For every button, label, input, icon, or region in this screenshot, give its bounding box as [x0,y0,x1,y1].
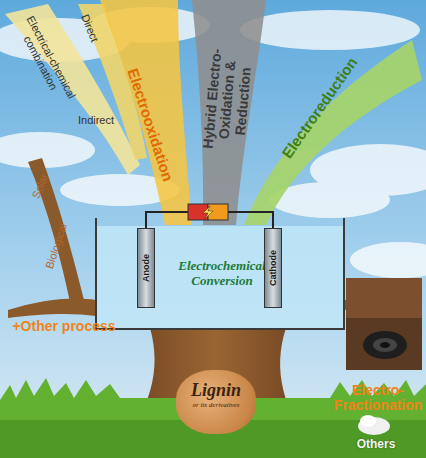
photo-detail [346,278,422,318]
leaf-label: Indirect [78,114,114,126]
leaf-label: Direct [79,12,101,43]
branch-title: Others [357,438,396,451]
anode-electrode: Anode [137,228,155,308]
electrochemical-cell: Electrochemical Conversion Anode Cathode [95,218,345,330]
branch-title: Electro-Fractionation [332,383,424,414]
photo-detail [380,342,390,348]
branch [28,158,84,302]
lignin-soil: Ligninor its derivatives [176,370,256,434]
electrode-label: Anode [141,254,151,282]
photo-detail [373,338,397,352]
hybrid-branch [192,0,266,225]
branch-title: Electrooxidation [124,67,176,184]
water [97,226,343,328]
lignin-title: Lignin [176,380,256,401]
electrooxidation-leaf [100,0,192,225]
fractionation-photo [346,278,422,370]
branch [8,298,96,318]
cathode-electrode: Cathode [264,228,282,308]
root-label: Biological [43,222,69,271]
photo-detail [363,331,407,359]
branch-title: Electroreduction [279,54,361,161]
branch-title: +Other process [12,319,115,334]
root-label: Solar [30,172,51,200]
leaf-label: Electrical-chemical combination [11,8,82,112]
electrode-label: Cathode [268,250,278,286]
electroreduction-leaf [244,40,422,225]
branch-title: Hybrid Electro-Oxidation & Reduction [200,36,257,165]
others-lump [360,415,376,427]
cell-title: Electrochemical Conversion [174,259,270,289]
lignin-subtitle: or its derivatives [176,401,256,409]
